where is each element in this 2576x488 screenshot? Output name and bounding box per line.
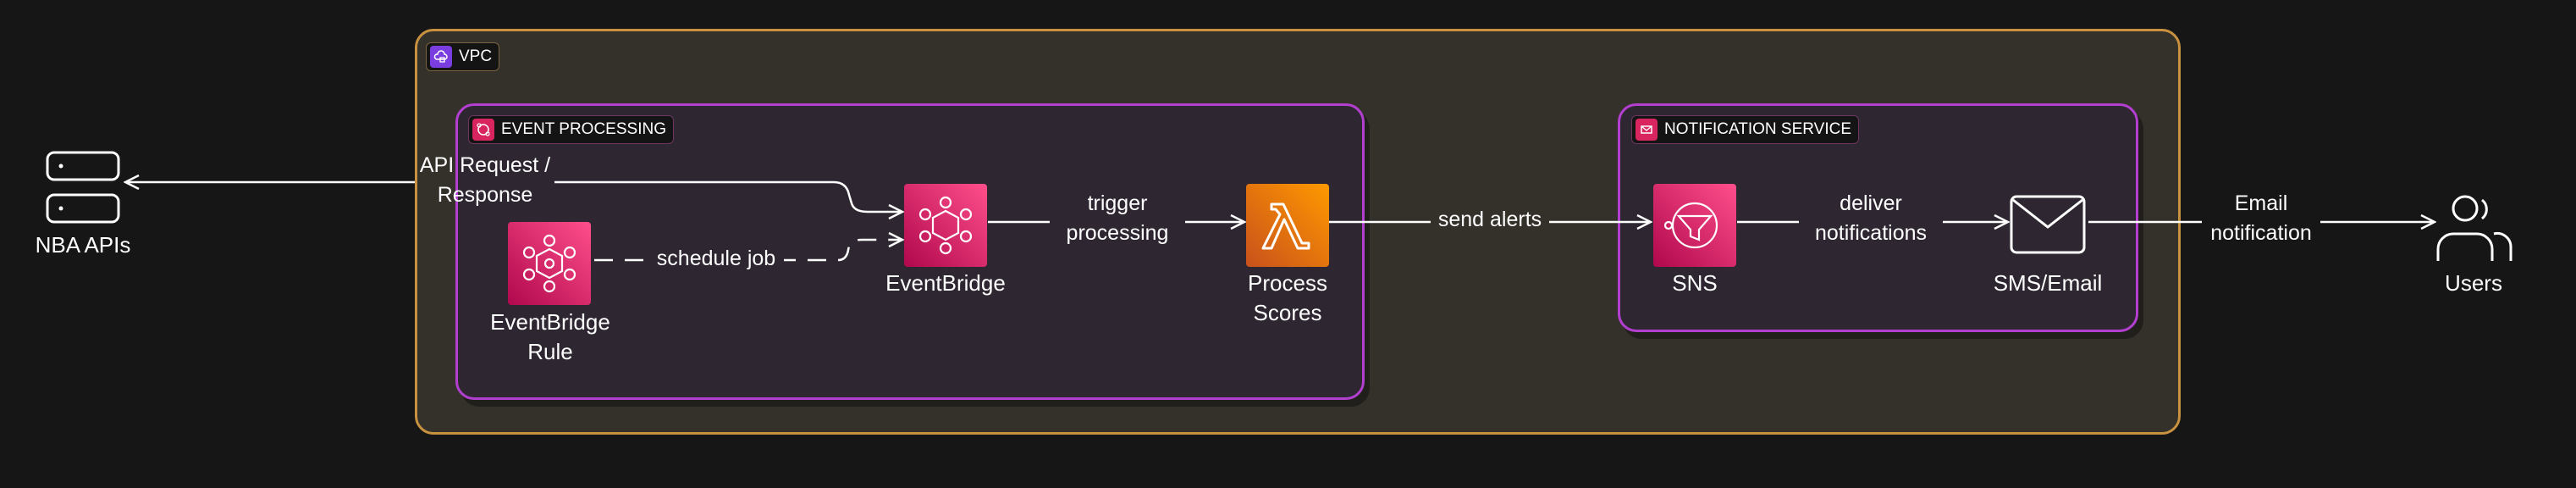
- vpc-tag: VPC: [426, 42, 500, 71]
- eventbridge-icon: [918, 196, 973, 255]
- eventbridge-label: EventBridge: [885, 270, 1006, 296]
- eventbridge-rule-label: EventBridge Rule: [490, 309, 610, 364]
- users-label: Users: [2445, 270, 2502, 296]
- edge-label-alerts: send alerts: [1431, 205, 1549, 235]
- edge-label-schedule: schedule job: [648, 244, 784, 274]
- event-processing-tag: EVENT PROCESSING: [468, 115, 674, 144]
- eventbridge-rule-node: [508, 222, 591, 305]
- vpc-label: VPC: [459, 47, 493, 65]
- notification-service-icon: [1636, 119, 1658, 141]
- sns-node: [1653, 184, 1736, 267]
- eventbridge-rule-icon: [522, 234, 576, 293]
- eventbridge-node: [904, 184, 987, 267]
- vpc-icon: [430, 46, 452, 68]
- process-scores-node: [1246, 184, 1329, 267]
- lambda-icon: [1261, 202, 1310, 250]
- edge-label-api: API Request / Response: [419, 153, 551, 207]
- sns-icon: [1663, 202, 1718, 249]
- notification-service-tag: NOTIFICATION SERVICE: [1631, 115, 1859, 144]
- edge-label-trigger: trigger processing: [1050, 189, 1185, 248]
- nba-apis-label: NBA APIs: [35, 232, 131, 258]
- sms-email-label: SMS/Email: [1993, 270, 2103, 296]
- event-processing-label: EVENT PROCESSING: [501, 120, 666, 138]
- notification-service-label: NOTIFICATION SERVICE: [1664, 120, 1851, 138]
- edge-label-email: Email notification: [2202, 189, 2320, 248]
- edge-label-deliver: deliver notifications: [1799, 189, 1943, 248]
- users-icon: [2431, 191, 2516, 267]
- sns-label: SNS: [1672, 270, 1718, 296]
- sms-email-icon: [2008, 193, 2088, 260]
- edge-schedule: [594, 240, 902, 262]
- edge-api-to-eventbridge: [554, 180, 902, 212]
- process-scores-label: Process Scores: [1248, 270, 1327, 325]
- nba-apis-icon: [44, 149, 124, 231]
- event-processing-icon: [472, 119, 494, 141]
